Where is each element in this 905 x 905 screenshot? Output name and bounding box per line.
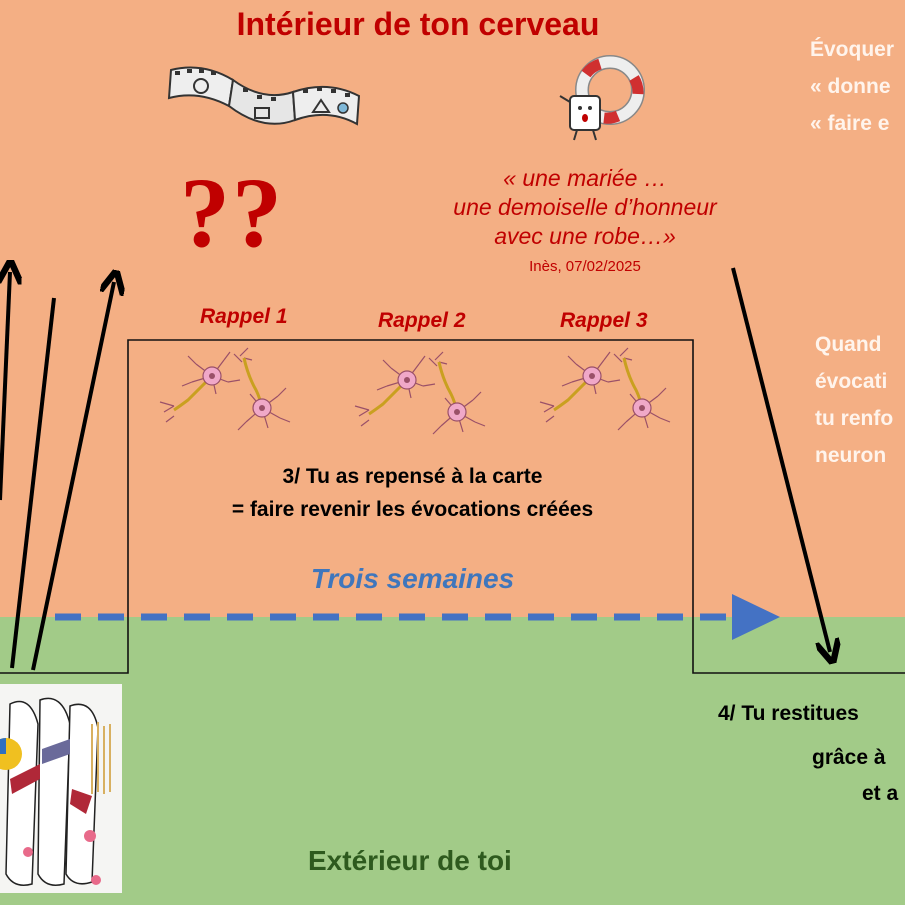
right-middle-line-4: neuron — [815, 444, 887, 467]
recall-box-outline — [0, 339, 905, 674]
right-middle-line-3: tu renfo — [815, 407, 894, 430]
outside-label: Extérieur de toi — [308, 845, 512, 876]
step-3-text: 3/ Tu as repensé à la carte = faire reve… — [130, 460, 695, 526]
right-middle-line-2: évocati — [815, 370, 888, 393]
outside-zone — [0, 617, 905, 905]
right-top-text: Évoquer « donne « faire e — [810, 31, 894, 142]
left-arrow-1 — [0, 272, 10, 501]
diagram-title: Intérieur de ton cerveau — [236, 6, 600, 42]
timeline-arrowhead — [732, 594, 780, 640]
card-illustration — [0, 684, 122, 893]
step-4-line-2: grâce à — [812, 746, 886, 769]
restitution-arrow — [731, 267, 830, 652]
question-marks: ?? — [180, 157, 284, 268]
quote-line-1: « une mariée … — [503, 165, 667, 191]
quote-author: Inès, 07/02/2025 — [529, 258, 641, 275]
step-3-line-2: = faire revenir les évocations créées — [231, 498, 594, 521]
rappel-2: Rappel 2 — [378, 309, 466, 332]
duration-label: Trois semaines — [310, 563, 515, 594]
lifebuoy-character-icon — [559, 55, 645, 141]
film-strip-icon — [167, 66, 361, 126]
right-middle-line-1: Quand — [815, 333, 882, 356]
student-quote: « une mariée … une demoiselle d’honneur … — [410, 164, 760, 251]
rappel-1: Rappel 1 — [200, 305, 288, 328]
inside-brain-zone — [0, 0, 905, 617]
neuron-pair-icon — [539, 347, 671, 431]
neuron-pair-icon — [159, 347, 291, 431]
left-line-2 — [10, 297, 56, 669]
rappel-3: Rappel 3 — [560, 309, 648, 332]
step-3-line-1: 3/ Tu as repensé à la carte — [282, 465, 543, 488]
step-4-line-3: et a — [862, 782, 899, 805]
quote-line-2: une demoiselle d’honneur — [453, 194, 717, 220]
right-top-line-3: « faire e — [810, 112, 890, 135]
neuron-pair-icon — [354, 351, 486, 435]
right-top-line-2: « donne — [810, 75, 891, 98]
left-arrow-3 — [31, 282, 114, 671]
quote-line-3: avec une robe…» — [494, 223, 676, 249]
right-top-line-1: Évoquer — [810, 38, 895, 61]
right-middle-text: Quand évocati tu renfo neuron — [815, 326, 893, 474]
card-photo — [0, 684, 122, 893]
step-4-line-1: 4/ Tu restitues — [718, 702, 859, 725]
